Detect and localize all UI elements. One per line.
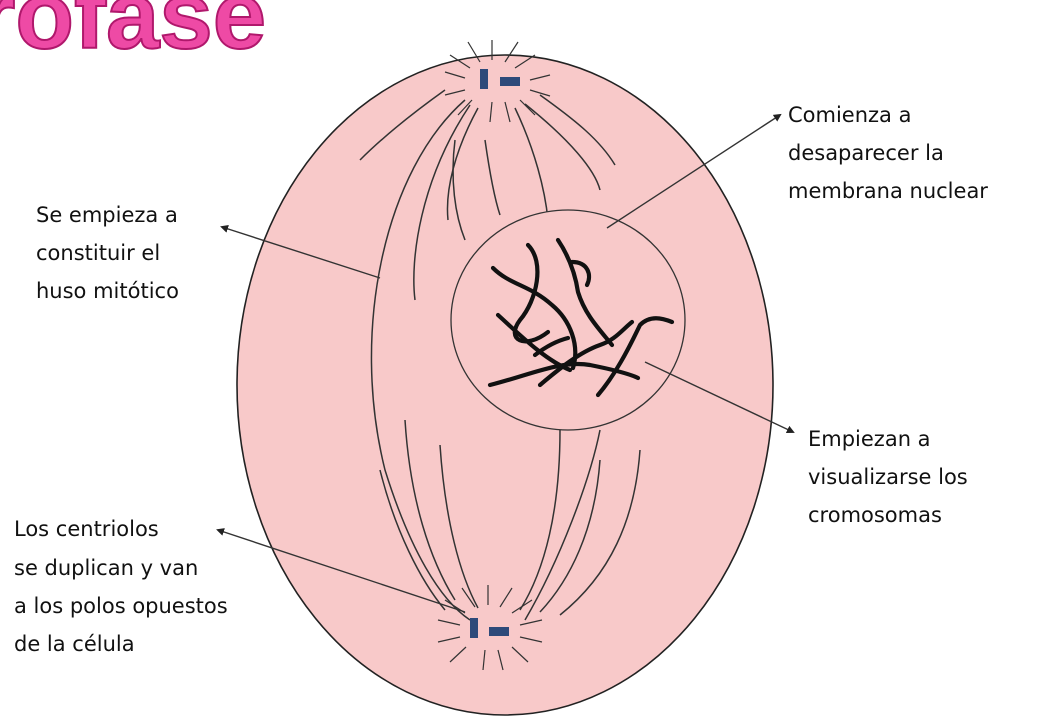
- label-centriolos-line-1: Los centriolos: [14, 517, 159, 541]
- label-centriolos: Los centriolos se duplican y van a los p…: [14, 517, 228, 656]
- label-membrana-line-3: membrana nuclear: [788, 179, 988, 203]
- label-membrana-line-2: desaparecer la: [788, 141, 944, 165]
- centriole-upper-horizontal: [500, 77, 520, 86]
- title: rofase: [0, 0, 266, 69]
- label-centriolos-line-3: a los polos opuestos: [14, 594, 228, 618]
- label-centriolos-line-2: se duplican y van: [14, 556, 198, 580]
- centriole-lower-horizontal: [489, 627, 509, 636]
- label-cromosomas: Empiezan a visualizarse los cromosomas: [808, 427, 968, 527]
- label-huso: Se empieza a constituir el huso mitótico: [36, 203, 179, 303]
- label-huso-line-2: constituir el: [36, 241, 160, 265]
- label-membrana: Comienza a desaparecer la membrana nucle…: [788, 103, 988, 203]
- label-cromosomas-line-3: cromosomas: [808, 503, 942, 527]
- label-cromosomas-line-2: visualizarse los: [808, 465, 968, 489]
- label-huso-line-3: huso mitótico: [36, 279, 179, 303]
- label-cromosomas-line-1: Empiezan a: [808, 427, 931, 451]
- centriole-lower-vertical: [470, 618, 478, 638]
- label-huso-line-1: Se empieza a: [36, 203, 178, 227]
- label-membrana-line-1: Comienza a: [788, 103, 911, 127]
- label-centriolos-line-4: de la célula: [14, 632, 135, 656]
- centriole-upper-vertical: [480, 69, 488, 89]
